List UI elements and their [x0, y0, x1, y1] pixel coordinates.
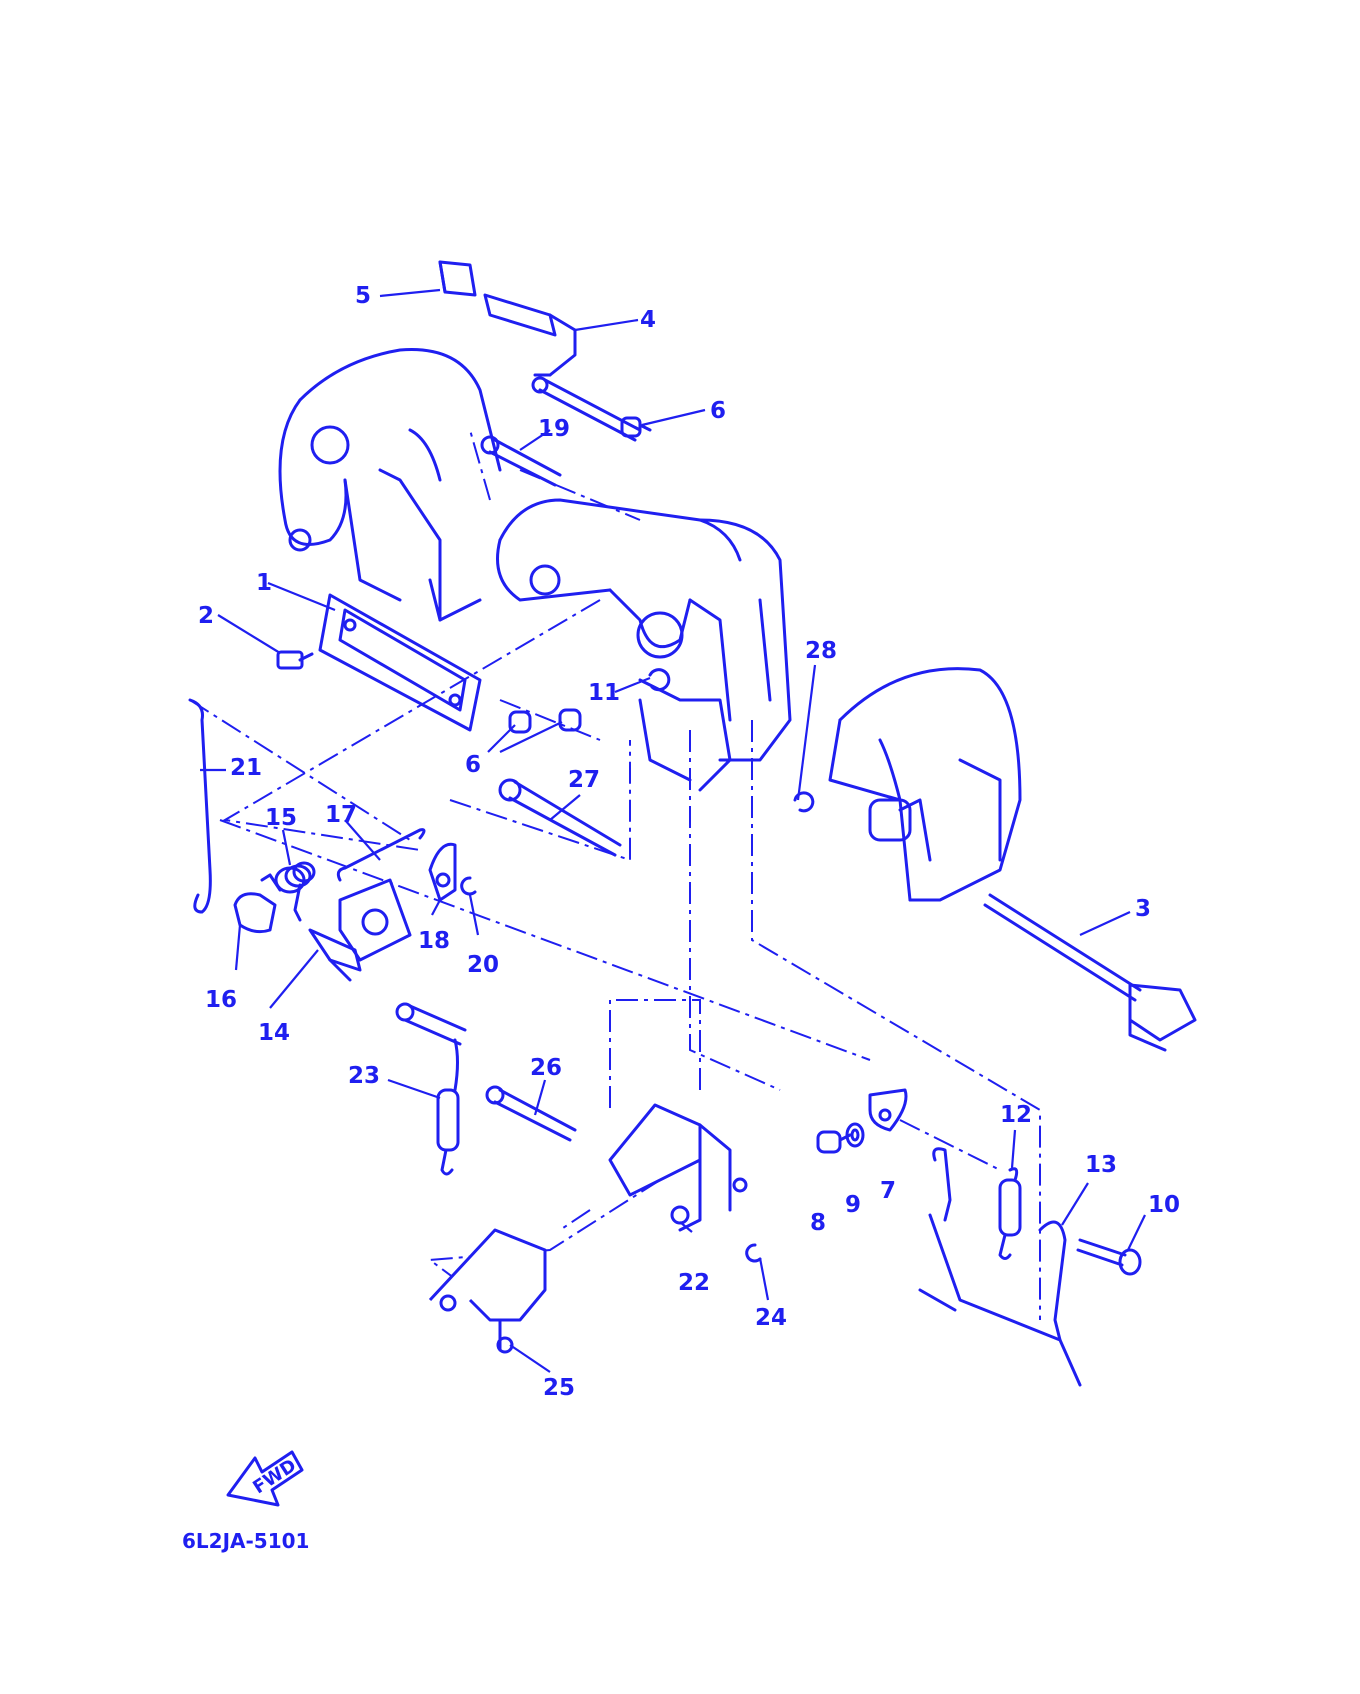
part-14-lever-plate [308, 878, 412, 982]
callout-9: 9 [845, 1192, 861, 1218]
part-13-shift-lever [918, 1147, 1082, 1387]
part-11-clip [648, 668, 671, 692]
part-26-pin [485, 1085, 577, 1142]
part-22-bracket [608, 1103, 748, 1232]
part-6-bushings-lower [508, 708, 582, 734]
callout-11: 11 [588, 680, 620, 706]
callout-17: 17 [325, 802, 357, 828]
part-18-cam [428, 842, 457, 902]
alignment-lines [189, 429, 1041, 1321]
part-19-bolt [480, 435, 562, 487]
callout-16: 16 [205, 987, 237, 1013]
left-clamp-bracket [278, 348, 502, 622]
part-8-bolt [816, 1130, 852, 1154]
part-25-yoke [428, 1228, 547, 1354]
callout-21: 21 [230, 755, 262, 781]
swivel-bracket [496, 498, 792, 792]
part-27-pin [498, 778, 622, 857]
callout-23: 23 [348, 1063, 380, 1089]
callout-12: 12 [1000, 1102, 1032, 1128]
callout-6-upper: 6 [710, 398, 726, 424]
part-5-grip [438, 260, 477, 297]
callout-28: 28 [805, 638, 837, 664]
part-6-bushing-upper [620, 416, 652, 438]
part-17-spring-wire [336, 828, 426, 882]
drawing-code: 6L2JA-5101 [182, 1529, 309, 1553]
callout-27: 27 [568, 767, 600, 793]
leader-lines [200, 288, 1146, 1373]
callout-5: 5 [355, 283, 371, 309]
callout-26: 26 [530, 1055, 562, 1081]
callout-8: 8 [810, 1210, 826, 1236]
callout-20: 20 [467, 952, 499, 978]
callout-22: 22 [678, 1270, 710, 1296]
callout-7: 7 [880, 1178, 896, 1204]
callout-15: 15 [265, 805, 297, 831]
callout-25: 25 [543, 1375, 575, 1401]
callout-labels: 5 4 6 19 1 2 28 11 6 27 21 15 17 3 18 20… [198, 283, 1180, 1401]
part-3-pin [983, 893, 1197, 1052]
part-23-hook-spring [395, 1002, 467, 1176]
part-24-clip [745, 1243, 762, 1263]
callout-18: 18 [418, 928, 450, 954]
part-15-torsion-spring [260, 861, 316, 922]
part-9-washer [845, 1122, 865, 1148]
callout-4: 4 [640, 307, 656, 333]
part-16-cap [233, 892, 277, 934]
callout-19: 19 [538, 416, 570, 442]
right-clamp-bracket [828, 667, 1022, 902]
callout-3: 3 [1135, 896, 1151, 922]
part-20-e-clip [460, 876, 477, 896]
part-4-tilt-lever [483, 293, 642, 442]
part-21-rod [188, 698, 212, 914]
fwd-arrow-icon: FWD [226, 1450, 304, 1507]
callout-14: 14 [258, 1020, 290, 1046]
part-2-bolt [276, 650, 314, 670]
callout-1: 1 [256, 570, 272, 596]
callout-6-lower: 6 [465, 752, 481, 778]
callout-13: 13 [1085, 1152, 1117, 1178]
callout-2: 2 [198, 603, 214, 629]
part-7-cam [868, 1088, 908, 1132]
part-12-spring [998, 1167, 1022, 1260]
callout-24: 24 [755, 1305, 787, 1331]
part-1-plate [318, 593, 482, 732]
callout-10: 10 [1148, 1192, 1180, 1218]
part-10-pin [1076, 1238, 1142, 1276]
